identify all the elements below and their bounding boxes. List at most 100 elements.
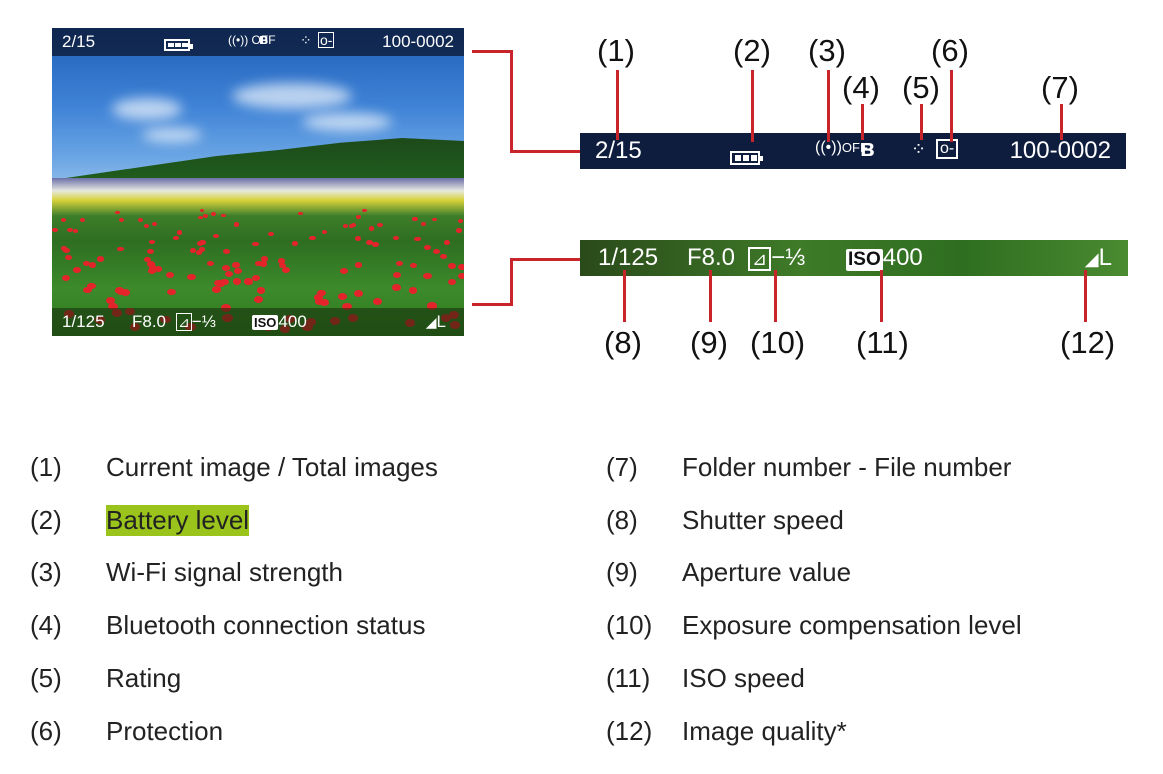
poppy-flower (189, 248, 197, 254)
poppy-flower (342, 302, 352, 311)
poppy-flower (224, 271, 233, 278)
poppy-flower (456, 228, 462, 233)
legend-num: (5) (30, 663, 62, 693)
exposure-comp-large: ⊿−⅓ (748, 244, 805, 272)
legend-text: Image quality* (682, 716, 847, 746)
poppy-flower (82, 260, 91, 267)
poppy-flower (87, 282, 96, 290)
poppy-flower (431, 217, 437, 222)
poppy-flower (413, 217, 419, 222)
callout-line-7 (1060, 104, 1063, 140)
connector-line (510, 258, 513, 306)
poppy-flower (251, 275, 260, 282)
poppy-flower (433, 248, 441, 254)
poppy-flower (277, 258, 285, 264)
legend-num: (8) (606, 505, 638, 535)
poppy-flower (173, 235, 180, 241)
poppy-flower (176, 230, 183, 235)
callout-line-12 (1084, 270, 1087, 322)
poppy-flower (196, 241, 203, 246)
legend-num: (4) (30, 610, 62, 640)
callout-line-3 (827, 70, 830, 142)
folder-file-number-large: 100-0002 (1009, 137, 1111, 164)
callout-12: (12) (1060, 325, 1116, 360)
poppy-flower (317, 289, 327, 297)
legend-num: (12) (606, 716, 653, 746)
poppy-flower (458, 264, 464, 270)
poppy-flower (121, 289, 131, 296)
legend-text: Folder number - File number (682, 452, 1012, 482)
callout-line-4 (861, 104, 864, 140)
poppy-flower (52, 227, 58, 232)
legend-text: Protection (106, 716, 224, 746)
poppy-flower (88, 262, 97, 268)
poppy-flower (67, 228, 73, 233)
photo-thumbnail: 2/15 ((•)) OFF ʙ ⁘ o‑ 100-0002 1/125 F8.… (52, 28, 464, 336)
callout-line-2 (751, 70, 754, 142)
poppy-flower (223, 249, 230, 255)
poppy-flower (253, 295, 264, 303)
image-number-large: 2/15 (595, 137, 642, 164)
callout-line-8 (623, 270, 626, 322)
poppy-flower (143, 256, 151, 262)
poppy-flower (96, 256, 104, 262)
poppy-flower (368, 226, 375, 231)
poppy-flower (457, 273, 464, 280)
poppy-flower (213, 233, 220, 239)
poppy-flower (118, 218, 125, 223)
poppy-flower (392, 235, 399, 241)
poppy-flower (366, 240, 373, 246)
poppy-flower (234, 268, 242, 275)
poppy-flower (281, 266, 290, 273)
connector-line (510, 50, 513, 152)
poppy-flower (147, 249, 154, 255)
wifi-icon: ((•)) OFF (228, 33, 276, 47)
poppy-flower (154, 266, 163, 272)
poppy-flower (447, 278, 456, 285)
poppy-flower (106, 297, 116, 305)
enlarged-bottom-bar: 1/125 F8.0 ⊿−⅓ ISO400 ◢L (580, 240, 1128, 276)
callout-line-11 (880, 270, 883, 322)
connector-line (472, 303, 512, 306)
poppy-flower (115, 287, 124, 294)
callout-11: (11) (856, 325, 909, 360)
poppy-flower (314, 294, 324, 301)
bluetooth-icon-large: ʙ (860, 135, 875, 162)
exposure-comp: ⊿−⅓ (176, 312, 216, 331)
poppy-flower (424, 244, 431, 250)
poppy-flower (420, 222, 426, 227)
poppy-flower (63, 247, 70, 253)
legend-text: Bluetooth connection status (106, 610, 426, 640)
poppy-flower (138, 218, 144, 223)
exposure-icon: ⊿ (176, 313, 192, 331)
enlarged-top-bar: 2/15 ((•))OFF ʙ ⁘ o‑ 100-0002 (580, 133, 1126, 169)
callout-line-6 (950, 70, 953, 142)
callout-line-10 (774, 270, 777, 322)
callout-line-5 (920, 104, 923, 140)
callout-9: (9) (690, 325, 728, 360)
poppy-flower (60, 217, 66, 222)
poppy-flower (143, 224, 150, 229)
poppy-flower (187, 273, 196, 280)
legend-num: (9) (606, 557, 638, 587)
poppy-flower (259, 261, 268, 267)
legend-num: (1) (30, 452, 62, 482)
poppy-flower (408, 287, 418, 294)
poppy-flower (354, 262, 363, 268)
poppy-flower (206, 260, 215, 267)
poppy-flower (372, 298, 383, 306)
poppy-flower (212, 286, 222, 293)
legend-num: (10) (606, 610, 653, 640)
poppy-flower (255, 260, 263, 267)
poppy-flower (372, 242, 379, 247)
poppy-flower (395, 260, 404, 267)
poppy-flower (392, 272, 401, 279)
poppy-flower (458, 218, 464, 223)
poppy-flower (356, 215, 362, 219)
poppy-flower (198, 246, 206, 252)
legend-num: (2) (30, 505, 62, 535)
poppy-flower (220, 304, 231, 312)
poppy-flower (252, 241, 259, 247)
poppy-flower (83, 286, 93, 294)
